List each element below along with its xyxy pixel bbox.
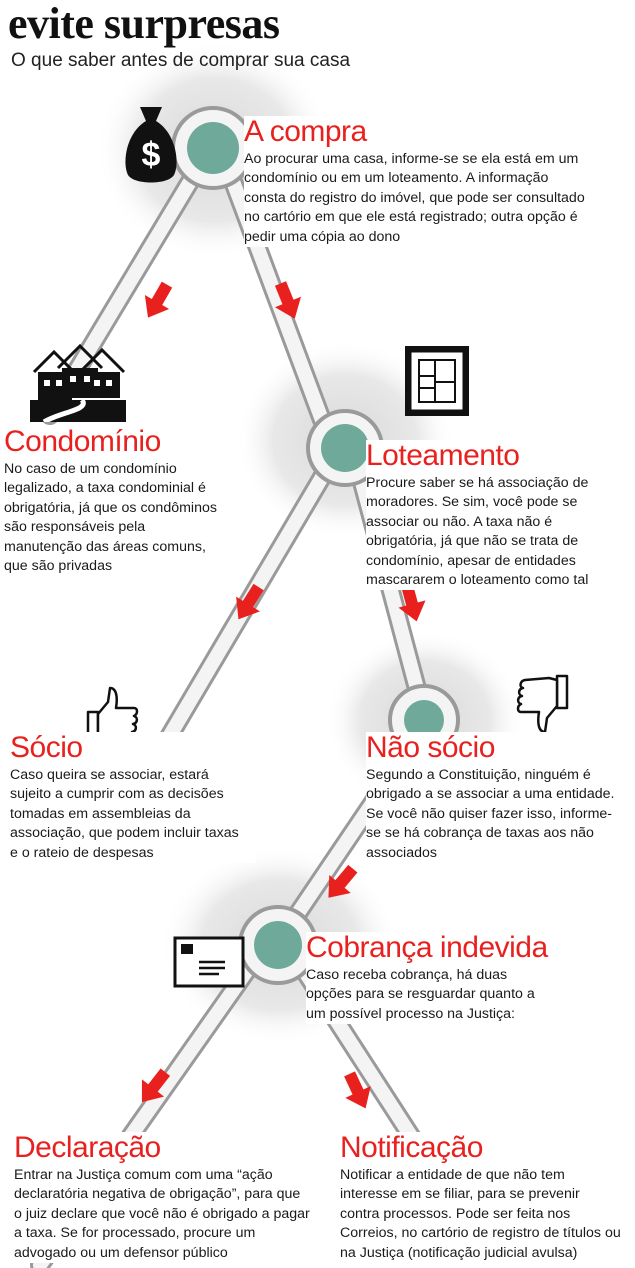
lot-map-icon — [405, 346, 469, 416]
node-text: Segundo a Constituição, ninguém é obriga… — [366, 767, 615, 861]
node-declaracao: Declaração Entrar na Justiça comum com u… — [14, 1131, 316, 1264]
houses-icon — [30, 343, 126, 422]
node-heading: Declaração — [14, 1131, 161, 1164]
node-text: Caso receba cobrança, há duas opções par… — [306, 967, 535, 1022]
money-bag-icon: $ — [125, 107, 177, 183]
node-text: Entrar na Justiça comum com uma “ação de… — [14, 1167, 310, 1261]
node-condominio: Condomínio No caso de um condomínio lega… — [4, 425, 226, 577]
arrow-to-declaracao — [141, 1068, 171, 1103]
page-subtitle: O que saber antes de comprar sua casa — [11, 50, 351, 71]
node-heading: Loteamento — [366, 439, 520, 472]
arrow-to-notificacao — [344, 1071, 371, 1109]
node-loteamento: Loteamento Procure saber se há associaçã… — [366, 439, 622, 591]
thumbs-down-icon — [516, 674, 569, 734]
node-notificacao: Notificação Notificar a entidade de que … — [340, 1131, 630, 1264]
node-heading: A compra — [244, 115, 367, 148]
arrow-to-cobranca — [328, 864, 358, 898]
node-heading: Notificação — [340, 1131, 483, 1164]
node-text: Caso queira se associar, estará sujeito … — [10, 767, 239, 861]
node-text: Procure saber se há associação de morado… — [366, 475, 589, 589]
node-nao-socio: Não sócio Segundo a Constituição, ningué… — [366, 731, 628, 864]
node-heading: Cobrança indevida — [306, 931, 548, 964]
arrow-to-socio — [236, 583, 264, 620]
svg-text:$: $ — [142, 136, 161, 174]
node-text: Ao procurar uma casa, informe-se se ela … — [244, 151, 585, 245]
node-text: No caso de um condomínio legalizado, a t… — [4, 461, 217, 575]
direction-arrows — [141, 281, 426, 1109]
arrow-to-loteamento — [274, 281, 301, 319]
arrow-to-condominio — [144, 281, 173, 318]
envelope-icon — [173, 936, 245, 988]
node-a-compra: A compra Ao procurar uma casa, informe-s… — [244, 115, 616, 248]
node-text: Notificar a entidade de que não tem inte… — [340, 1167, 621, 1261]
node-cobranca-indevida: Cobrança indevida Caso receba cobrança, … — [306, 931, 548, 1025]
node-socio: Sócio Caso queira se associar, estará su… — [10, 731, 256, 864]
page-title: evite surpresas — [8, 0, 280, 48]
node-heading: Não sócio — [366, 731, 495, 764]
node-heading: Condomínio — [4, 425, 161, 458]
node-heading: Sócio — [10, 731, 83, 764]
